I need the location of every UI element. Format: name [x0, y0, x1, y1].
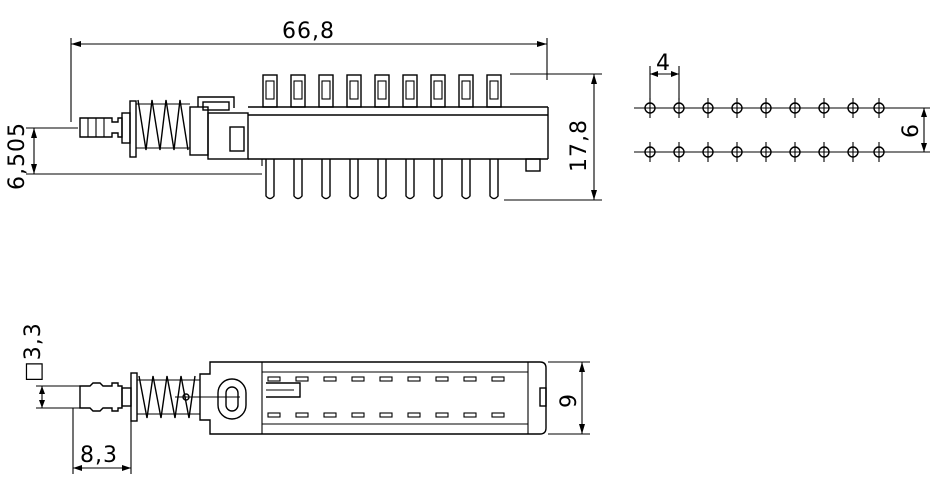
contact-slot — [323, 412, 337, 418]
hole-row-bottom — [644, 142, 885, 162]
shaft-length-label: 8,3 — [80, 443, 118, 468]
shaft-offset-label: 6,505 — [5, 122, 30, 190]
height-dimension: 17,8 — [504, 73, 602, 201]
actuator-shaft — [79, 100, 137, 158]
contact-slot — [407, 412, 421, 418]
contact-slot — [379, 412, 393, 418]
top-view-shaft — [79, 372, 138, 422]
terminal-tab — [290, 74, 306, 108]
pcb-hole — [847, 142, 859, 162]
spring — [136, 99, 190, 151]
pcb-hole — [673, 142, 685, 162]
pcb-footprint: 4 6 — [634, 51, 930, 162]
solder-pins — [261, 159, 499, 200]
terminal-tab — [486, 74, 502, 108]
side-view: 66,8 — [5, 19, 602, 201]
pcb-hole — [873, 142, 885, 162]
top-view: 9 □3,3 8,3 — [21, 322, 590, 474]
pcb-hole — [760, 98, 772, 118]
contact-slot — [491, 376, 505, 382]
terminal-tab — [374, 74, 390, 108]
pcb-hole — [702, 142, 714, 162]
pcb-hole — [644, 142, 656, 162]
terminal-tab — [402, 74, 418, 108]
top-view-spring — [137, 375, 240, 419]
contact-slot — [351, 376, 365, 382]
pin-pitch-label: 4 — [656, 51, 671, 76]
pin-pitch-dimension: 4 — [649, 51, 680, 100]
shaft-square-dimension: □3,3 — [21, 322, 80, 409]
pcb-hole — [731, 142, 743, 162]
terminal-tab — [430, 74, 446, 108]
pcb-hole — [818, 142, 830, 162]
contact-slots — [267, 376, 505, 418]
shaft-square-label: □3,3 — [21, 322, 46, 382]
contact-slot — [407, 376, 421, 382]
contact-slot — [295, 376, 309, 382]
body-width-label: 9 — [557, 393, 582, 408]
terminal-tab — [318, 74, 334, 108]
pcb-hole — [818, 98, 830, 118]
overall-length-dimension: 66,8 — [70, 19, 548, 122]
shaft-offset-dimension: 6,505 — [5, 122, 262, 190]
pcb-hole — [760, 142, 772, 162]
contact-slot — [379, 376, 393, 382]
row-spacing-dimension: 6 — [890, 107, 930, 153]
pcb-hole — [789, 142, 801, 162]
terminal-tab — [262, 74, 278, 108]
contact-slot — [351, 412, 365, 418]
pcb-hole — [847, 98, 859, 118]
body-width-dimension: 9 — [548, 361, 590, 435]
top-view-housing — [199, 361, 547, 435]
contact-slot — [435, 412, 449, 418]
contact-slot — [267, 376, 281, 382]
overall-length-label: 66,8 — [282, 19, 335, 44]
pcb-hole — [702, 98, 714, 118]
contact-slot — [295, 412, 309, 418]
contact-slot — [435, 376, 449, 382]
contact-slot — [491, 412, 505, 418]
terminal-tab — [346, 74, 362, 108]
pcb-hole — [673, 98, 685, 118]
height-label: 17,8 — [567, 119, 592, 172]
pcb-hole — [644, 98, 656, 118]
terminal-tab — [458, 74, 474, 108]
row-spacing-label: 6 — [899, 123, 924, 138]
contact-slot — [267, 412, 281, 418]
hole-row-top — [644, 98, 885, 118]
contact-slot — [463, 412, 477, 418]
terminal-tabs — [262, 74, 502, 108]
shaft-length-dimension: 8,3 — [72, 408, 132, 474]
contact-slot — [323, 376, 337, 382]
contact-slot — [463, 376, 477, 382]
pcb-hole — [873, 98, 885, 118]
pcb-hole — [789, 98, 801, 118]
pcb-hole — [731, 98, 743, 118]
slider-housing — [189, 96, 549, 172]
